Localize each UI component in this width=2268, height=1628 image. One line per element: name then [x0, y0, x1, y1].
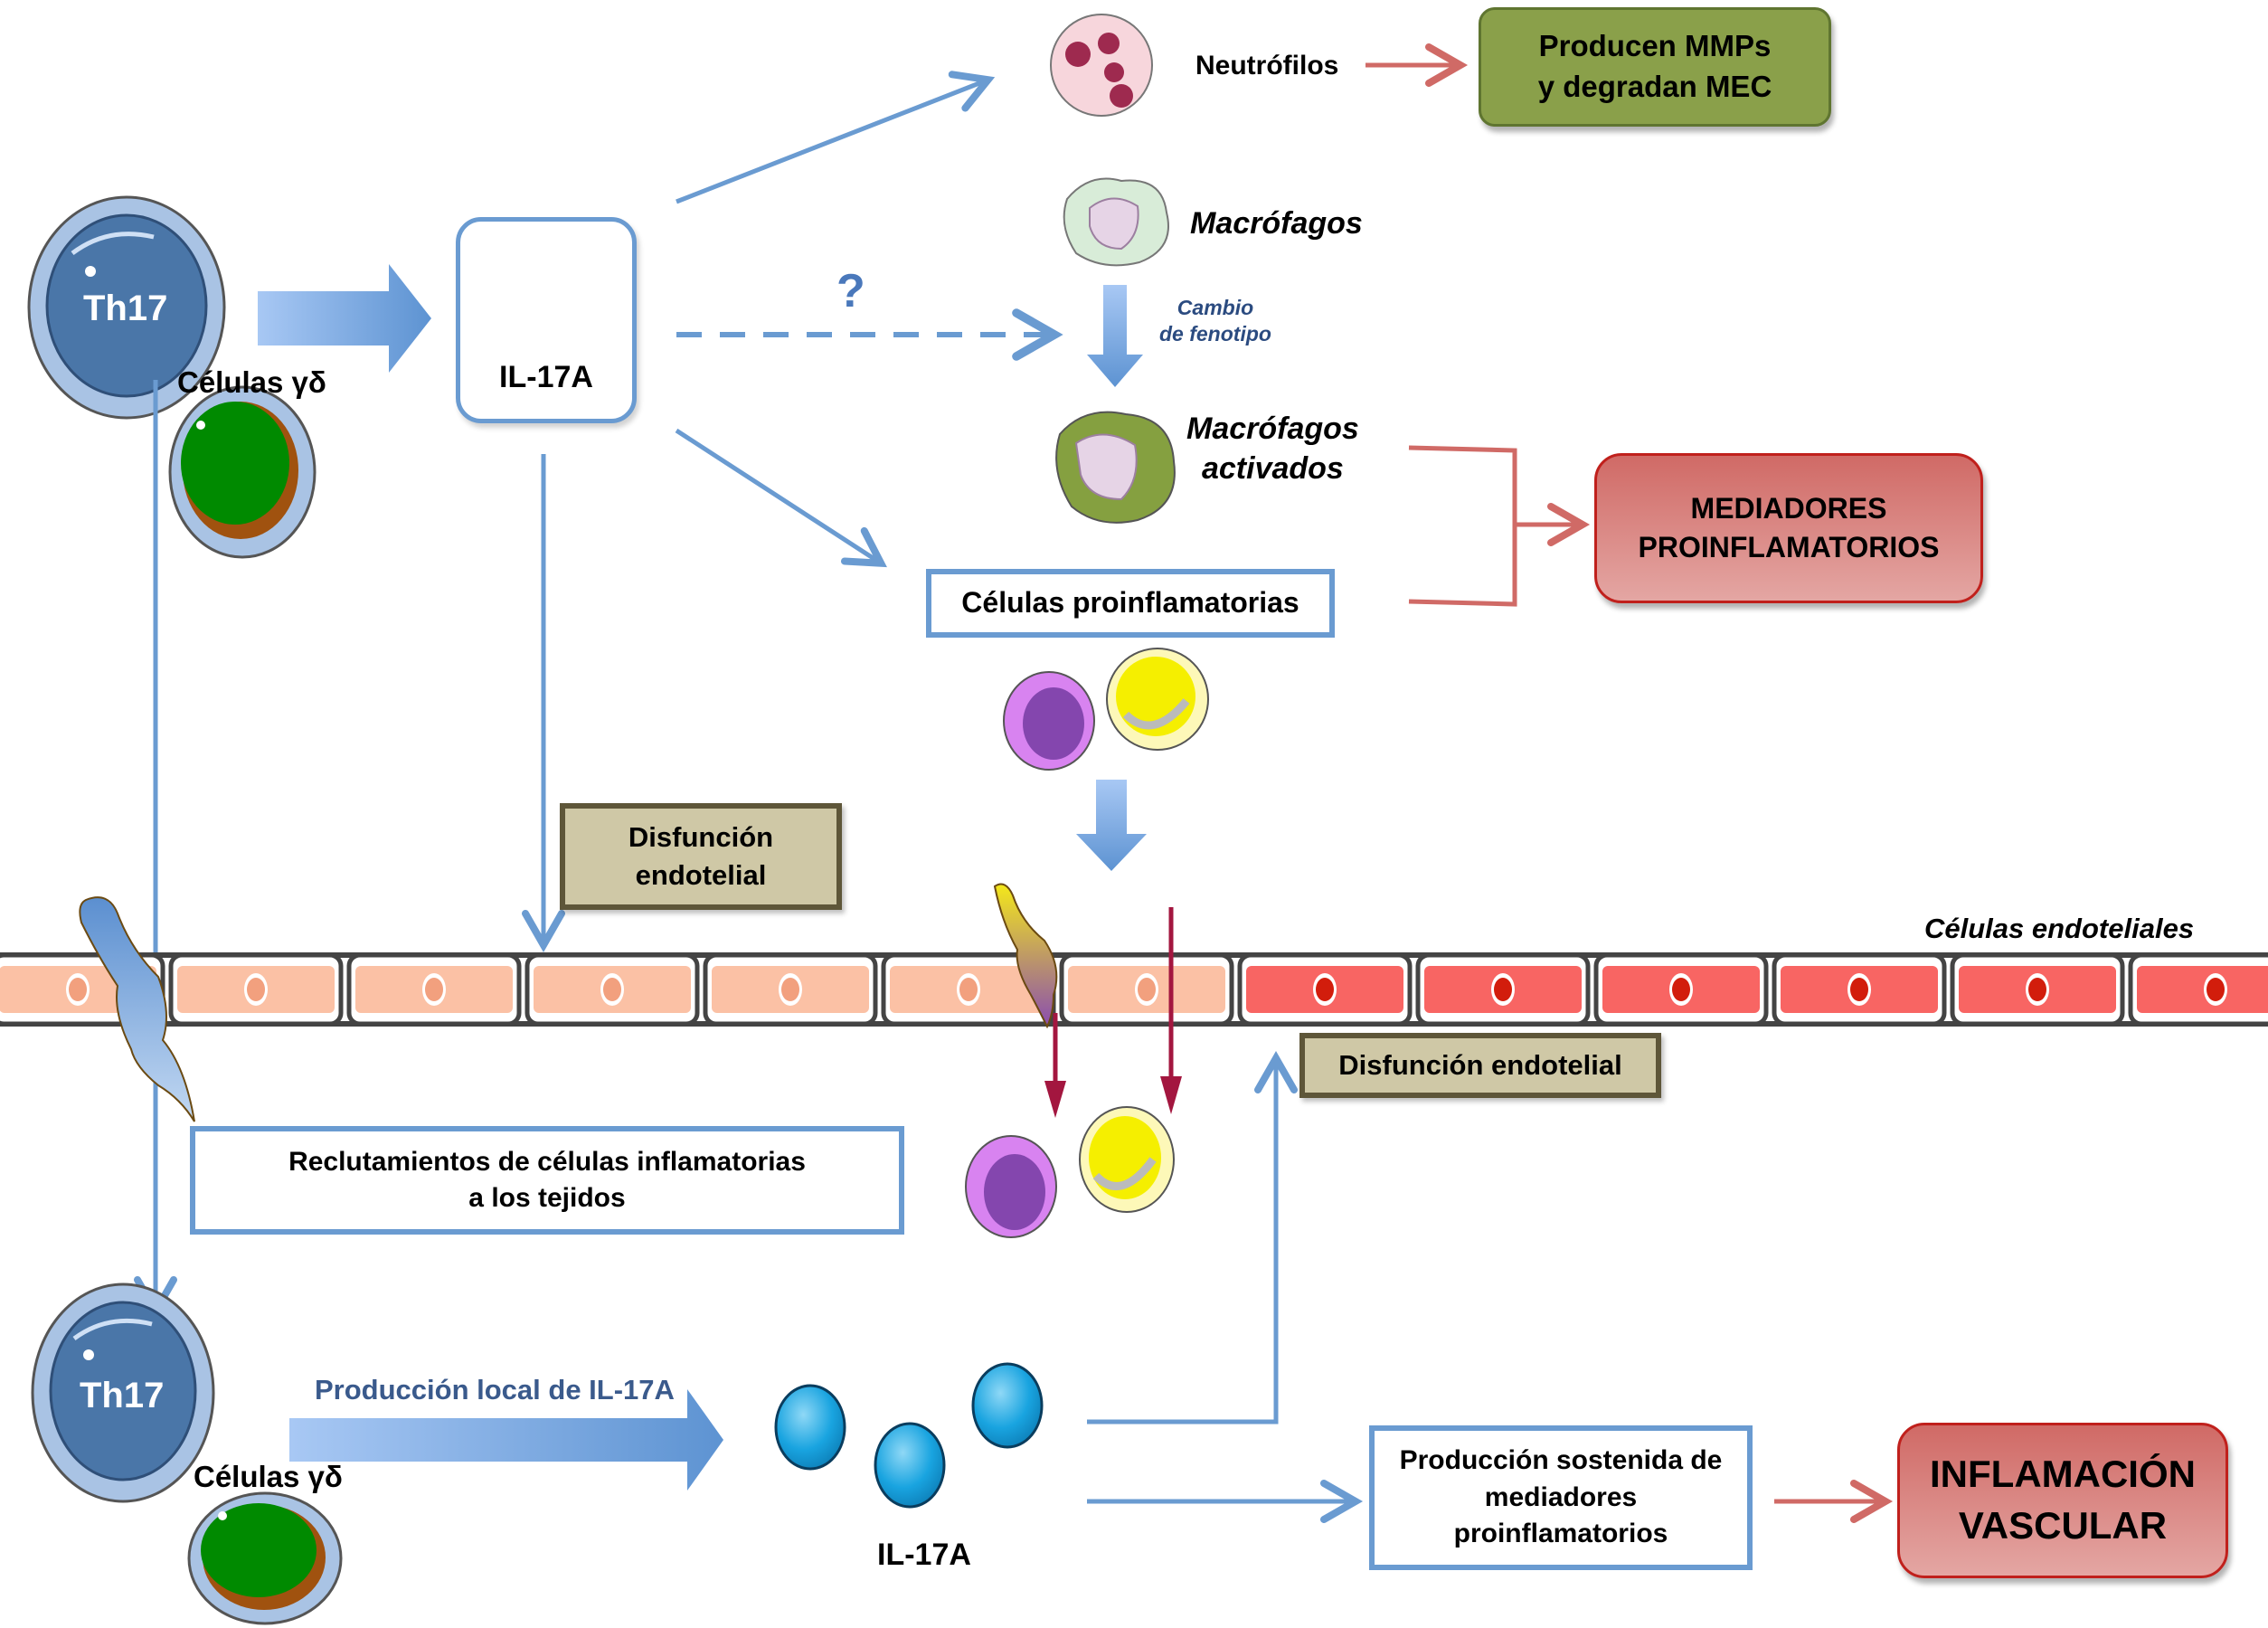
endothelial-cells-label: Células endoteliales [1924, 913, 2195, 944]
endothelial-dysfunction-1-line2: endotelial [635, 859, 767, 891]
proinflammatory-cells-box: Células proinflamatorias [926, 569, 1335, 638]
mediators-box-line1: MEDIADORES [1690, 491, 1887, 525]
endothelial-cell-dysfunctional [1593, 952, 1769, 1027]
endothelial-cell-normal [524, 952, 700, 1027]
th17-cell-top [27, 195, 226, 420]
vascular-line2: VASCULAR [1958, 1504, 2168, 1547]
crimson-arrow-left [1044, 1013, 1066, 1118]
recruitment-line1: Reclutamientos de células inflamatorias [288, 1146, 806, 1177]
recruitment-box: Reclutamientos de células inflamatorias … [190, 1126, 904, 1235]
down-arrow-to-endothelium [1076, 780, 1147, 871]
il17a-label-top: IL-17A [499, 360, 593, 395]
recruitment-line2: a los tejidos [468, 1183, 626, 1213]
endothelial-cell-dysfunctional [1772, 952, 1947, 1027]
endothelial-cell-dysfunctional [1237, 952, 1413, 1027]
phenotype-change-label: Cambio de fenotipo [1159, 295, 1271, 347]
fat-arrow-th17-to-il17a [258, 264, 431, 373]
mmp-box: Producen MMPs y degradan MEC [1479, 7, 1831, 127]
migrating-leukocyte-left [79, 896, 195, 1122]
endothelial-cell-dysfunctional [2128, 952, 2268, 1027]
sustained-production-box: Producción sostenida de mediadores proin… [1369, 1425, 1753, 1570]
neutrophils-label: Neutrófilos [1195, 51, 1339, 80]
il17a-molecule [874, 1422, 946, 1509]
sustained-line1: Producción sostenida de [1399, 1445, 1723, 1476]
endothelial-dysfunction-2-label: Disfunción endotelial [1338, 1049, 1622, 1082]
migrating-leukocyte-center [993, 883, 1058, 1029]
vascular-line1: INFLAMACIÓN [1930, 1453, 2196, 1496]
sustained-line3: proinflamatorios [1453, 1519, 1668, 1549]
endothelial-cell-normal [703, 952, 878, 1027]
gamma-delta-cell-bottom [187, 1491, 343, 1625]
fat-arrow-local-production [289, 1389, 723, 1491]
endothelial-cell-dysfunctional [1950, 952, 2125, 1027]
endothelial-cell-normal [881, 952, 1056, 1027]
il17a-molecule [774, 1384, 846, 1471]
il17a-molecules-bottom [774, 1362, 1044, 1509]
proinflammatory-cells-label: Células proinflamatorias [961, 586, 1299, 620]
gamma-delta-cell-top [168, 385, 317, 559]
monocyte-cell-top [1003, 671, 1095, 771]
il17a-label-bottom: IL-17A [877, 1538, 971, 1572]
th17-label-top: Th17 [83, 289, 168, 328]
mmp-box-line1: Producen MMPs [1538, 29, 1772, 63]
phenotype-change-line2: de fenotipo [1159, 321, 1271, 345]
macrophages-label: Macrófagos [1190, 206, 1363, 241]
il17a-molecule [971, 1362, 1044, 1449]
phenotype-change-arrow [1087, 285, 1143, 387]
neutrophil-cell [1050, 14, 1153, 117]
crimson-arrow-right [1160, 907, 1182, 1114]
phenotype-change-line1: Cambio [1177, 296, 1254, 319]
activated-macrophages-line1: Macrófagos [1186, 412, 1359, 446]
gamma-delta-label-bottom: Células γδ [194, 1460, 343, 1493]
arrow-il17a-to-dysfunction [1087, 1050, 1298, 1424]
th17-label-bottom: Th17 [80, 1376, 165, 1415]
lymphocyte-cell-top [1106, 648, 1209, 751]
lymphocyte-cell-bottom [1079, 1106, 1175, 1213]
gamma-delta-label-top: Células γδ [177, 365, 326, 399]
il17a-box: IL-17A [456, 217, 637, 423]
local-production-label: Producción local de IL-17A [315, 1374, 675, 1406]
activated-macrophage-cell [1055, 411, 1176, 524]
endothelial-cell-normal [346, 952, 522, 1027]
mediators-box-line2: PROINFLAMATORIOS [1638, 531, 1940, 563]
endothelial-cell-dysfunctional [1415, 952, 1591, 1027]
endothelial-dysfunction-box-1: Disfunción endotelial [560, 803, 842, 910]
macrophage-cell [1063, 177, 1169, 267]
mmp-box-line2: y degradan MEC [1537, 70, 1772, 103]
th17-cell-bottom [31, 1283, 215, 1503]
endothelial-cell-normal [168, 952, 344, 1027]
endothelial-dysfunction-box-2: Disfunción endotelial [1299, 1033, 1661, 1098]
question-mark: ? [836, 265, 865, 317]
endothelial-cell-normal [1059, 952, 1234, 1027]
mediators-box: MEDIADORES PROINFLAMATORIOS [1594, 453, 1983, 603]
vascular-inflammation-box: INFLAMACIÓN VASCULAR [1897, 1423, 2228, 1578]
arrow-to-proinflammatory-cells [675, 428, 887, 568]
endothelial-layer [0, 952, 2268, 1027]
monocyte-cell-bottom [965, 1135, 1057, 1238]
activated-macrophages-line2: activados [1201, 451, 1344, 487]
bracket-to-mediators [1408, 445, 1591, 607]
arrow-to-neutrophils [676, 71, 996, 204]
activated-macrophages-label: Macrófagos activados [1186, 409, 1359, 488]
sustained-line2: mediadores [1484, 1481, 1638, 1512]
endothelial-dysfunction-1-line1: Disfunción [628, 821, 774, 854]
